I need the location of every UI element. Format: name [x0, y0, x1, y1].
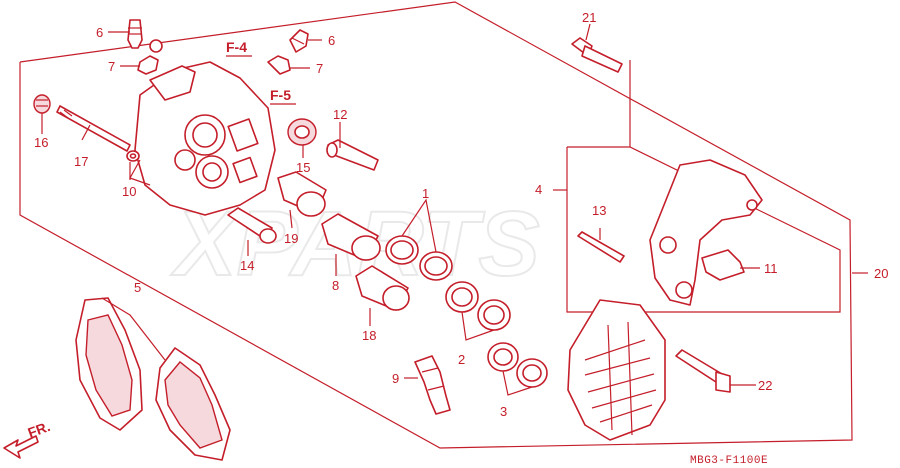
- pin-cap-16[interactable]: [33, 94, 51, 114]
- callout-10[interactable]: 10: [122, 184, 136, 199]
- diagram-code: MBG3-F1100E: [690, 455, 768, 467]
- callout-17[interactable]: 17: [74, 154, 88, 169]
- pad-retainer-11[interactable]: [701, 249, 745, 281]
- slide-pin-14[interactable]: [227, 207, 277, 244]
- washer-10[interactable]: [126, 150, 140, 162]
- callout-11[interactable]: 11: [764, 261, 778, 276]
- callout-6-right[interactable]: 6: [328, 33, 335, 48]
- ref-label-f4[interactable]: F-4: [226, 39, 247, 55]
- callout-1[interactable]: 1: [422, 186, 429, 201]
- front-arrow-icon: [3, 435, 39, 459]
- brake-pad-left[interactable]: [75, 297, 143, 431]
- callout-7-right[interactable]: 7: [316, 61, 323, 76]
- boot-15[interactable]: [287, 118, 317, 146]
- bolt-21[interactable]: [571, 37, 623, 73]
- callout-14[interactable]: 14: [240, 258, 254, 273]
- callout-3[interactable]: 3: [500, 404, 507, 419]
- bracket-outline: [566, 146, 841, 313]
- caliper-body[interactable]: [129, 61, 276, 216]
- piston-19[interactable]: [277, 171, 327, 217]
- pad-pin-17[interactable]: [56, 105, 131, 152]
- callout-4[interactable]: 4: [535, 182, 542, 197]
- pad-spring-9[interactable]: [414, 355, 451, 415]
- bleeder-screw-right[interactable]: [289, 29, 309, 53]
- seal-set-3[interactable]: [487, 342, 548, 388]
- caliper-bracket[interactable]: [649, 159, 763, 306]
- piston-8[interactable]: [321, 213, 381, 261]
- callout-7-left[interactable]: 7: [108, 59, 115, 74]
- callout-20[interactable]: 20: [874, 266, 888, 281]
- slide-pin-12[interactable]: [326, 139, 379, 171]
- callout-13[interactable]: 13: [592, 203, 606, 218]
- piston-18[interactable]: [355, 265, 410, 311]
- callout-16[interactable]: 16: [34, 135, 48, 150]
- front-arrow-label: FR.: [26, 418, 53, 441]
- seal-set-2[interactable]: [445, 281, 511, 331]
- bleeder-cap-right[interactable]: [267, 55, 291, 75]
- bolt-22[interactable]: [675, 349, 731, 393]
- stud-13[interactable]: [577, 231, 625, 263]
- ref-label-f5[interactable]: F-5: [270, 87, 291, 103]
- callout-5[interactable]: 5: [134, 280, 141, 295]
- callout-19[interactable]: 19: [284, 231, 298, 246]
- callout-15[interactable]: 15: [296, 160, 310, 175]
- callout-8[interactable]: 8: [332, 278, 339, 293]
- callout-22[interactable]: 22: [758, 378, 772, 393]
- caliper-cover[interactable]: [567, 299, 666, 441]
- callout-2[interactable]: 2: [458, 352, 465, 367]
- bleeder-screw-left[interactable]: [127, 19, 143, 49]
- bleeder-cap-left[interactable]: [137, 39, 163, 75]
- callout-18[interactable]: 18: [362, 328, 376, 343]
- assembly-outline: [19, 1, 853, 449]
- brake-pad-right[interactable]: [155, 347, 231, 461]
- callout-21[interactable]: 21: [582, 10, 596, 25]
- callout-6-left[interactable]: 6: [96, 25, 103, 40]
- callout-9[interactable]: 9: [392, 371, 399, 386]
- callout-12[interactable]: 12: [333, 107, 347, 122]
- seal-set-1[interactable]: [385, 235, 453, 281]
